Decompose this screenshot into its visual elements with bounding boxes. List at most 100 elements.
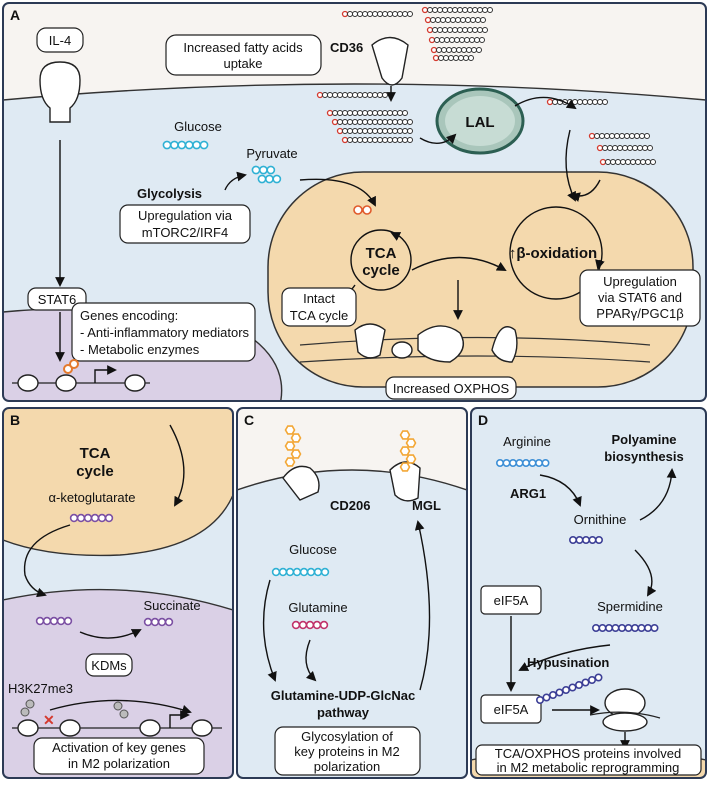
fatty-acid-unit xyxy=(444,37,450,43)
h3k27-label: H3K27me3 xyxy=(8,681,73,696)
molecule-unit xyxy=(177,140,187,150)
beta-ox-label: ↑β-oxidation xyxy=(509,245,597,262)
fatty-acid-unit xyxy=(435,17,441,23)
fatty-acid-unit xyxy=(382,119,388,125)
mitochondrion-b xyxy=(3,408,233,557)
fatty-acid-unit xyxy=(439,37,445,43)
fatty-acid-unit xyxy=(469,37,475,43)
fatty-acid-unit xyxy=(367,110,373,116)
molecule-unit xyxy=(650,623,659,632)
fatty-acid-line-1: Increased fatty acids xyxy=(183,40,303,55)
fatty-acid-unit xyxy=(437,7,443,13)
tca-oxphos-line-1: TCA/OXPHOS proteins involved xyxy=(495,746,681,761)
fatty-acid-head xyxy=(596,144,604,152)
molecule-unit xyxy=(278,567,288,577)
fatty-acid-unit xyxy=(457,27,463,33)
glucose-label-a: Glucose xyxy=(174,119,222,134)
fatty-acid-unit xyxy=(362,128,368,134)
fatty-acid-unit xyxy=(347,11,353,17)
fatty-acid-head xyxy=(341,10,349,18)
fatty-acid-unit xyxy=(362,92,368,98)
fatty-acid-unit xyxy=(430,17,436,23)
fatty-acid-unit xyxy=(625,159,631,165)
fatty-acid-unit xyxy=(407,137,413,143)
activation-box xyxy=(33,737,205,775)
fatty-acid-unit xyxy=(402,128,408,134)
molecule-unit xyxy=(157,617,167,627)
fatty-acid-head xyxy=(426,26,434,34)
fatty-acid-unit xyxy=(387,11,393,17)
fatty-acid-unit xyxy=(480,17,486,23)
fatty-acid-unit xyxy=(347,137,353,143)
molecule-unit xyxy=(285,567,295,577)
molecule-unit xyxy=(587,675,596,684)
fatty-acid-unit xyxy=(455,17,461,23)
mito-cristae xyxy=(299,336,651,363)
genes-line-1: Genes encoding: xyxy=(80,308,178,323)
tca-label-2-a: cycle xyxy=(362,262,400,279)
fatty-acid-unit xyxy=(362,119,368,125)
molecule-unit xyxy=(272,174,282,184)
panel-c-letter: C xyxy=(244,412,254,428)
fatty-acid-unit xyxy=(599,133,605,139)
panel-d-letter: D xyxy=(478,412,488,428)
pyruvate-label: Pyruvate xyxy=(246,146,297,161)
fatty-acid-unit xyxy=(477,27,483,33)
fatty-acid-unit xyxy=(447,7,453,13)
genes-line-3: - Metabolic enzymes xyxy=(80,342,200,357)
fatty-acid-unit xyxy=(617,145,623,151)
fatty-acid-unit xyxy=(367,92,373,98)
fatty-acid-unit xyxy=(463,55,469,61)
glycan-unit xyxy=(405,438,417,448)
activation-line-1: Activation of key genes xyxy=(52,740,186,755)
molecule-unit xyxy=(604,623,613,632)
fatty-acid-head xyxy=(428,36,436,44)
fatty-acid-unit xyxy=(476,47,482,53)
fatty-acid-unit xyxy=(642,145,648,151)
arg1-label: ARG1 xyxy=(510,486,546,501)
hypusination-label: Hypusination xyxy=(527,655,609,670)
fatty-acid-head xyxy=(316,91,324,99)
fatty-acid-unit xyxy=(640,159,646,165)
molecule-unit xyxy=(150,617,160,627)
stat6-label: STAT6 xyxy=(38,292,77,307)
fatty-acid-unit xyxy=(362,137,368,143)
fatty-acid-unit xyxy=(452,7,458,13)
molecule-unit xyxy=(362,205,372,215)
fatty-acid-unit xyxy=(446,47,452,53)
fatty-acid-unit xyxy=(352,137,358,143)
fatty-acid-unit xyxy=(382,110,388,116)
oxphos-label: Increased OXPHOS xyxy=(393,381,510,396)
fatty-acid-unit xyxy=(634,133,640,139)
glycan-unit xyxy=(399,462,411,472)
fatty-acid-unit xyxy=(610,159,616,165)
fatty-acid-unit xyxy=(637,145,643,151)
fatty-acid-unit xyxy=(445,17,451,23)
fatty-acid-unit xyxy=(357,11,363,17)
glycan-unit xyxy=(284,441,296,451)
fatty-acid-unit xyxy=(407,119,413,125)
oxphos-box xyxy=(385,376,517,400)
molecule-unit xyxy=(76,513,86,523)
molecule-unit xyxy=(271,567,281,577)
molecule-unit xyxy=(83,513,93,523)
fatty-acid-unit xyxy=(347,119,353,125)
fatty-acid-head xyxy=(336,127,344,135)
fatty-acid-unit xyxy=(465,17,471,23)
fatty-acid-unit xyxy=(372,92,378,98)
kdms-label: KDMs xyxy=(91,658,127,673)
molecule-unit xyxy=(630,623,639,632)
glycan-unit xyxy=(290,449,302,459)
fatty-acid-unit xyxy=(392,11,398,17)
fatty-acid-unit xyxy=(612,145,618,151)
fatty-acid-unit xyxy=(597,99,603,105)
fatty-acid-unit xyxy=(462,27,468,33)
molecule-unit xyxy=(624,623,633,632)
fatty-acid-unit xyxy=(377,119,383,125)
panel-b-letter: B xyxy=(10,412,20,428)
fatty-acid-unit xyxy=(587,99,593,105)
beta-ox-cycle xyxy=(509,206,603,300)
fatty-acid-unit xyxy=(438,55,444,61)
mgl-receptor xyxy=(389,461,421,502)
acetyl-units xyxy=(353,205,372,215)
